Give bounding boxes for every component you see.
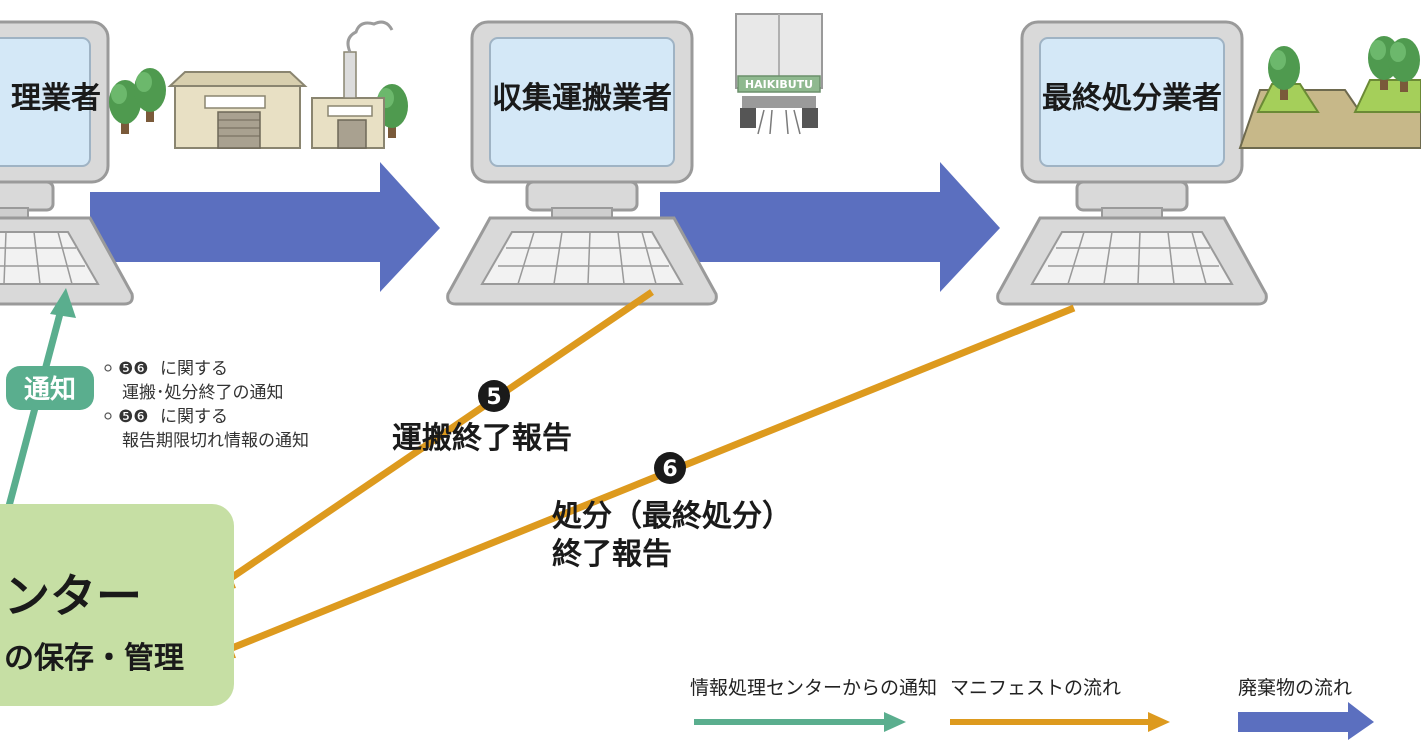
- truck-text: HAIKIBUTU: [745, 78, 813, 91]
- step-6: 6 処分（最終処分） 終了報告: [552, 452, 792, 572]
- legend: 情報処理センターからの通知 マニフェストの流れ 廃棄物の流れ: [690, 677, 1374, 740]
- info-center-box: [0, 504, 234, 706]
- step-5-number: 5: [486, 385, 501, 410]
- legend-label-manifest: マニフェストの流れ: [950, 677, 1121, 699]
- screen-label-final-disposer: 最終処分業者: [1042, 81, 1222, 116]
- center-title: ンター: [4, 569, 142, 623]
- notice-text: ❺❻ に関する 運搬･処分終了の通知 ❺❻ に関する 報告期限切れ情報の通知: [104, 359, 309, 451]
- waste-flow-arrow-2: [660, 162, 1000, 292]
- waste-flow-arrow-1: [90, 162, 440, 292]
- step-5-label: 運搬終了報告: [392, 421, 572, 456]
- notify-arrow: [0, 288, 76, 541]
- notice-badge-label: 通知: [24, 375, 76, 405]
- center-subtitle: の保存・管理: [4, 641, 184, 676]
- screen-label-processor: 理業者: [11, 81, 101, 116]
- notice-badge: 通知: [6, 366, 94, 410]
- truck-illustration: HAIKIBUTU: [735, 13, 823, 135]
- computer-transporter: [446, 20, 718, 306]
- screen-label-transporter: 収集運搬業者: [492, 81, 672, 116]
- computer-processor: [0, 20, 134, 306]
- computer-final-disposer: [996, 20, 1268, 306]
- factory-illustration: [109, 20, 408, 149]
- landfill-illustration: [1238, 36, 1421, 149]
- step-5: 5 運搬終了報告: [392, 380, 572, 456]
- step-6-number: 6: [662, 457, 677, 482]
- notice-nums-1: ❺❻: [118, 359, 148, 379]
- notice-line-3: に関する: [160, 407, 228, 427]
- notice-nums-2: ❺❻: [118, 407, 148, 427]
- legend-label-notify: 情報処理センターからの通知: [690, 677, 937, 699]
- manifest-arrow-6: [196, 304, 1076, 660]
- step-6-label-line-2: 終了報告: [552, 537, 672, 572]
- notice-line-2: 運搬･処分終了の通知: [122, 383, 284, 403]
- legend-label-waste: 廃棄物の流れ: [1238, 677, 1352, 699]
- notice-line-1: に関する: [160, 359, 228, 379]
- notice-line-4: 報告期限切れ情報の通知: [122, 431, 309, 451]
- step-6-label-line-1: 処分（最終処分）: [552, 499, 792, 534]
